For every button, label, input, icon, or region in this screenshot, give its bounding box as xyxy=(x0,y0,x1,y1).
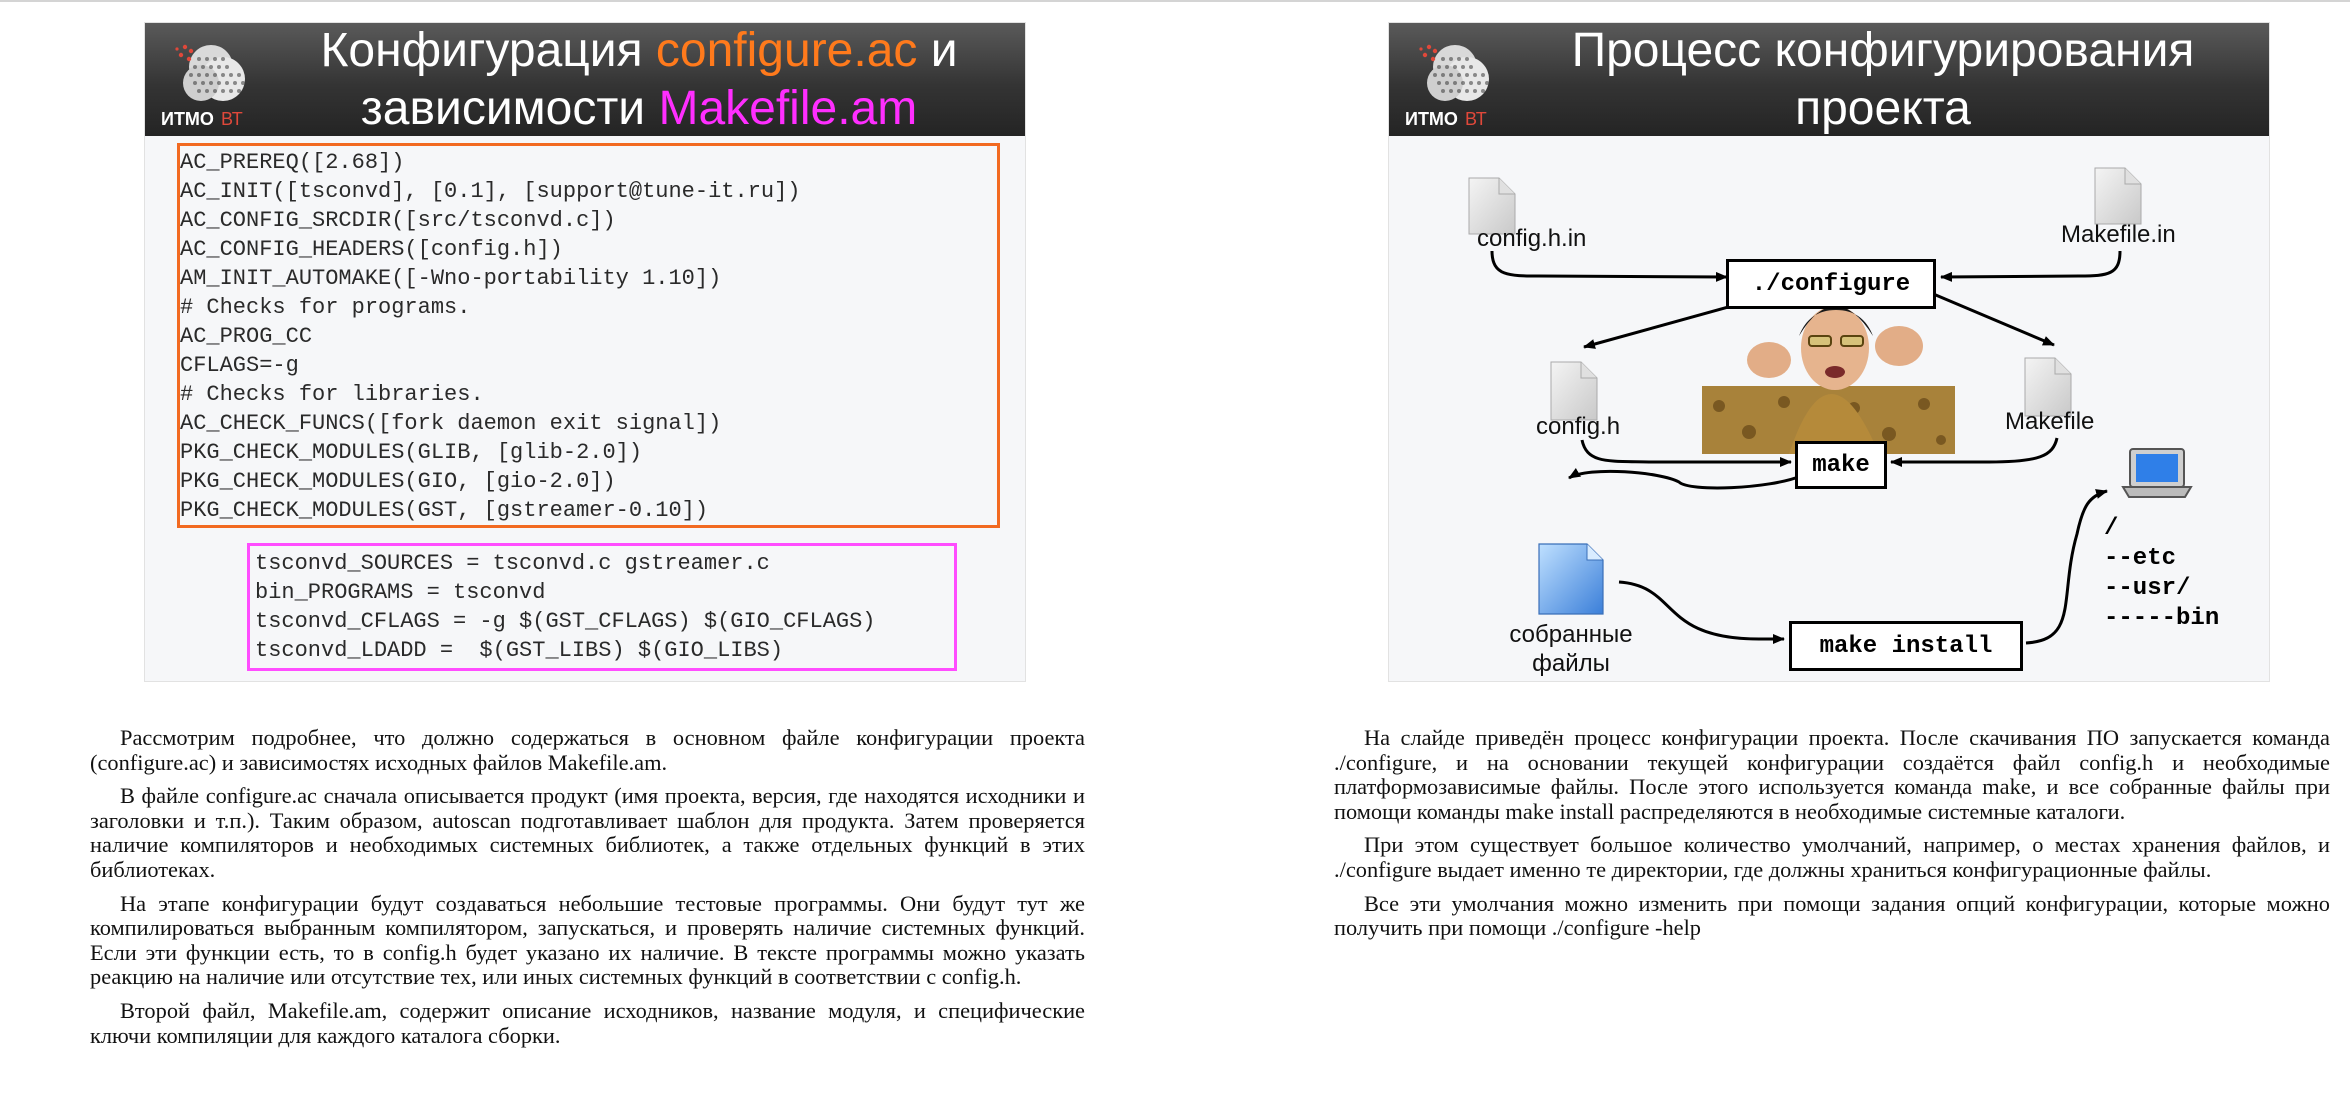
built-files-document-icon xyxy=(1538,543,1604,615)
paragraph: Все эти умолчания можно изменить при пом… xyxy=(1334,890,2330,941)
file-label-makefile-in: Makefile.in xyxy=(2061,221,2176,248)
logo-vt-text: ВТ xyxy=(221,109,243,129)
paragraph: В файле configure.ac сначала описывается… xyxy=(90,783,1085,882)
slide-title: Конфигурация configure.ac и зависимости … xyxy=(263,23,1015,136)
built-files-label: собранные файлы xyxy=(1499,620,1643,678)
directory-bin: -----bin xyxy=(2104,605,2220,632)
document-icon xyxy=(2024,357,2072,417)
diagram-connectors xyxy=(1490,250,2122,645)
slide-configure-ac: ИТМО ВТ Конфигурация configure.ac и зави… xyxy=(144,22,1026,682)
slide-header: ИТМО ВТ Конфигурация configure.ac и зави… xyxy=(145,23,1025,136)
logo-itmo-text: ИТМО xyxy=(161,109,214,129)
directory-usr: --usr/ xyxy=(2104,575,2191,602)
file-label-config-h-in: config.h.in xyxy=(1477,225,1587,252)
title-configure-ac: configure.ac xyxy=(655,23,918,77)
title-text: и xyxy=(917,23,958,77)
laptop-icon xyxy=(2121,448,2193,498)
makefile-am-code: tsconvd_SOURCES = tsconvd.c gstreamer.c … xyxy=(255,551,876,663)
paragraph: При этом существует большое количество у… xyxy=(1334,832,2330,882)
paragraph: На этапе конфигурации будут создаваться … xyxy=(90,890,1085,990)
title-makefile-am: Makefile.am xyxy=(658,81,918,135)
slide-configure-process: ИТМО ВТ Процесс конфигурирования проекта xyxy=(1388,22,2270,682)
paragraph: На слайде приведён процесс конфигурации … xyxy=(1334,725,2330,824)
configure-command-box: ./configure xyxy=(1726,259,1936,309)
logo-vt-text: ВТ xyxy=(1465,109,1487,129)
title-text: Конфигурация xyxy=(320,23,656,77)
directory-etc: --etc xyxy=(2104,545,2177,572)
title-line: Процесс конфигурирования xyxy=(1571,23,2195,77)
person-illustration xyxy=(1702,306,1955,454)
built-files-label-line: файлы xyxy=(1532,650,1610,677)
install-directories: / --etc --usr/ -----bin xyxy=(2104,514,2219,634)
paragraph: Рассмотрим подробнее, что должно содержа… xyxy=(90,725,1085,775)
diagram-arrows xyxy=(1468,167,2193,645)
slide-header: ИТМО ВТ Процесс конфигурирования проекта xyxy=(1389,23,2269,136)
itmo-logo-icon: ИТМО ВТ xyxy=(161,44,245,129)
make-command-box: make xyxy=(1795,441,1887,489)
title-line: проекта xyxy=(1795,81,1971,135)
title-text: зависимости xyxy=(360,81,659,135)
directory-root: / xyxy=(2104,515,2119,542)
itmo-logo-icon: ИТМО ВТ xyxy=(1405,44,1489,129)
configure-ac-code-box: AC_PREREQ([2.68]) AC_INIT([tsconvd], [0.… xyxy=(177,143,1000,528)
file-label-makefile: Makefile xyxy=(2005,408,2095,435)
makefile-am-code-box: tsconvd_SOURCES = tsconvd.c gstreamer.c … xyxy=(247,543,957,671)
slide-title: Процесс конфигурирования проекта xyxy=(1507,23,2259,136)
configure-ac-code: AC_PREREQ([2.68]) AC_INIT([tsconvd], [0.… xyxy=(180,150,801,523)
document-icon xyxy=(2094,167,2142,225)
notes-right: На слайде приведён процесс конфигурации … xyxy=(1334,725,2330,950)
configure-process-diagram: config.h.in Makefile.in ./configure conf… xyxy=(1389,136,2269,681)
document-icon xyxy=(1550,361,1598,421)
make-install-command-box: make install xyxy=(1789,621,2023,671)
logo-itmo-text: ИТМО xyxy=(1405,109,1458,129)
file-label-config-h: config.h xyxy=(1536,413,1621,440)
notes-left: Рассмотрим подробнее, что должно содержа… xyxy=(90,725,1085,1057)
document-icon xyxy=(1468,177,1516,235)
paragraph: Второй файл, Makefile.am, содержит описа… xyxy=(90,997,1085,1048)
page-top-rule xyxy=(0,0,2350,2)
built-files-label-line: собранные xyxy=(1509,621,1633,648)
